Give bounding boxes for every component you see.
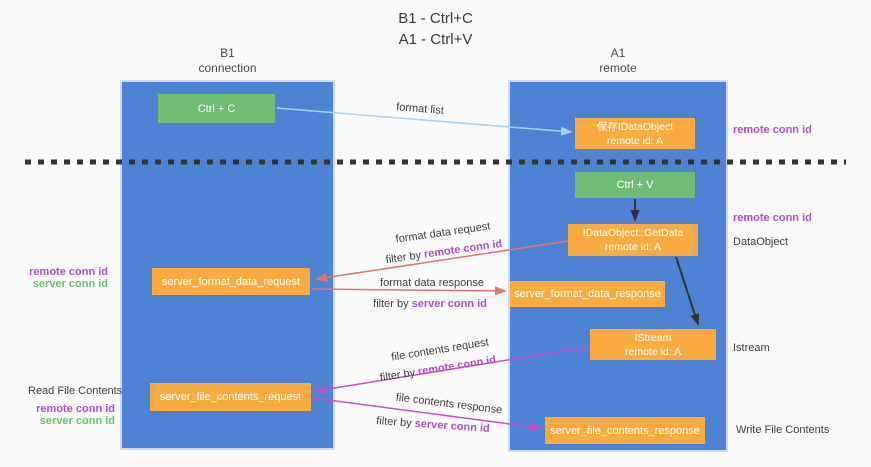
- node-server-file-contents-request-label: server_file_contents_request: [159, 391, 302, 403]
- label-format-list: format list: [395, 101, 445, 117]
- left-column-header: B1 connection: [120, 46, 335, 76]
- annotation-left-bottom-conn-ids: remote conn id server conn id: [30, 403, 115, 427]
- node-server-file-contents-request: server_file_contents_request: [150, 383, 311, 411]
- annotation-istream: Istream: [733, 342, 770, 354]
- node-ctrl-c-label: Ctrl + C: [197, 102, 236, 115]
- node-ctrl-v: Ctrl + V: [575, 172, 695, 198]
- node-istream-line2: remote id: A: [624, 345, 682, 358]
- node-idataobject-getdata: IDataObject::GetData remote id: A: [568, 224, 698, 256]
- node-istream-line1: IStream: [634, 331, 672, 344]
- right-column-header: A1 remote: [508, 46, 728, 76]
- annotation-read-file-contents: Read File Contents: [28, 385, 123, 397]
- node-server-format-data-request: server_format_data_request: [152, 268, 310, 295]
- label-filter-server-conn-id-2: filter by server conn id: [375, 415, 491, 435]
- annotation-remote-conn-id-left-top: remote conn id: [29, 266, 108, 278]
- title-line-b1: B1 - Ctrl+C: [398, 10, 473, 27]
- label-filter-server-conn-id-1: filter by server conn id: [373, 298, 487, 310]
- annotation-left-top-conn-ids: remote conn id server conn id: [25, 266, 108, 290]
- node-saved-idataobject-line1: 保存IDataObject: [596, 120, 674, 133]
- annotation-server-conn-id-left-top: server conn id: [32, 278, 108, 290]
- node-server-format-data-response: server_format_data_response: [510, 281, 665, 307]
- left-column-subtitle: connection: [198, 61, 257, 75]
- node-getdata-line1: IDataObject::GetData: [582, 227, 684, 239]
- diagram-title: B1 - Ctrl+C A1 - Ctrl+V: [0, 8, 871, 50]
- node-server-format-data-request-label: server_format_data_request: [161, 275, 301, 288]
- annotation-remote-conn-id-mid-right: remote conn id: [733, 212, 812, 224]
- title-line-a1: A1 - Ctrl+V: [398, 31, 473, 48]
- annotation-write-file-contents: Write File Contents: [736, 424, 830, 436]
- node-saved-idataobject: 保存IDataObject remote id: A: [575, 118, 695, 149]
- node-server-file-contents-response: server_file_contents_response: [545, 417, 705, 444]
- node-server-format-data-response-label: server_format_data_response: [514, 288, 661, 300]
- node-server-file-contents-response-label: server_file_contents_response: [550, 424, 700, 437]
- left-column-title: B1: [220, 46, 235, 60]
- annotation-remote-conn-id-left-bottom: remote conn id: [36, 403, 115, 415]
- right-column-subtitle: remote: [599, 61, 637, 75]
- node-istream: IStream remote id: A: [590, 329, 716, 360]
- label-file-contents-response: file contents response: [395, 391, 503, 417]
- node-ctrl-c: Ctrl + C: [158, 94, 275, 123]
- arrow-format-data-response: [311, 286, 507, 296]
- annotation-server-conn-id-left-bottom: server conn id: [39, 415, 115, 427]
- label-format-data-response: format data response: [380, 277, 484, 289]
- annotation-remote-conn-id-top-right: remote conn id: [733, 124, 812, 136]
- node-ctrl-v-label: Ctrl + V: [616, 179, 654, 191]
- annotation-dataobject: DataObject: [733, 236, 789, 248]
- right-column-title: A1: [610, 46, 626, 60]
- node-getdata-line2: remote id: A: [604, 241, 662, 253]
- node-saved-idataobject-line2: remote id: A: [606, 134, 664, 147]
